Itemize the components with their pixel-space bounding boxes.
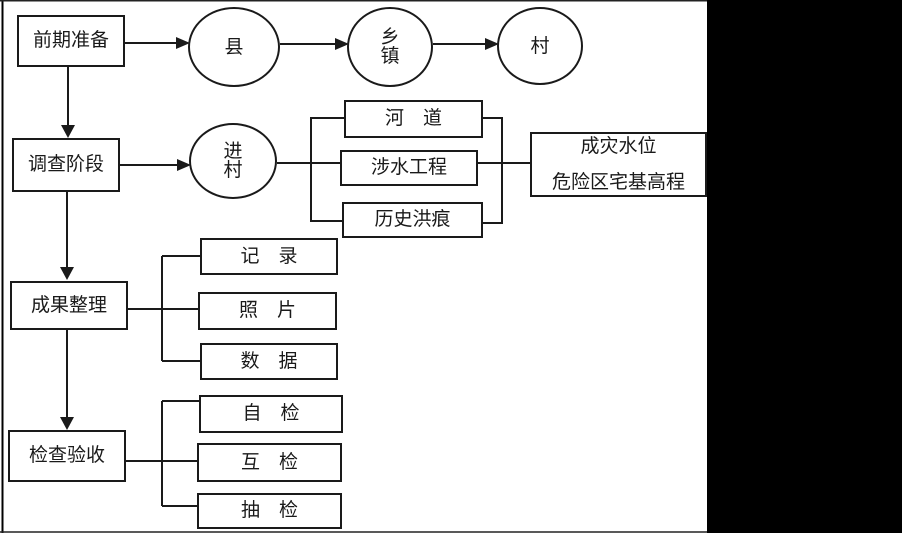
- arrow-survey-to-enter: [120, 159, 191, 171]
- black-right-panel: [707, 0, 902, 533]
- circle-township: 乡 镇: [347, 7, 433, 87]
- item-box-self-check-label: 自 检: [242, 403, 300, 425]
- circle-township-label-line1: 乡: [380, 27, 400, 48]
- circle-enter-village: 进 村: [189, 123, 277, 199]
- item-box-photos: 照 片: [198, 292, 337, 330]
- arrow-survey-to-results: [60, 192, 74, 280]
- circle-village-label: 村: [530, 35, 550, 57]
- item-box-waterworks: 涉水工程: [340, 150, 478, 186]
- bracket-survey-items-right: [478, 117, 530, 224]
- item-box-mutual-check-label: 互 检: [240, 451, 298, 473]
- arrow-township-to-village: [433, 38, 499, 50]
- item-box-spot-check-label: 抽 检: [240, 500, 298, 522]
- bracket-survey-items-left: [277, 117, 344, 222]
- circle-enter-village-label-line1: 进: [223, 141, 243, 162]
- stage-box-survey-label: 调查阶段: [27, 154, 104, 176]
- stage-box-results-label: 成果整理: [30, 294, 107, 316]
- arrow-results-to-check: [60, 330, 74, 430]
- circle-county: 县: [188, 7, 280, 87]
- arrow-prep-to-survey: [61, 67, 75, 138]
- item-box-flood-marks-label: 历史洪痕: [374, 209, 451, 231]
- item-box-river-label: 河 道: [384, 108, 442, 130]
- output-box-label-line2: 危险区宅基高程: [551, 171, 685, 193]
- item-box-river: 河 道: [344, 100, 483, 138]
- item-box-mutual-check: 互 检: [197, 443, 342, 482]
- output-box-water-level: 成灾水位 危险区宅基高程: [530, 132, 707, 197]
- item-box-records-label: 记 录: [240, 245, 298, 267]
- item-box-self-check: 自 检: [199, 395, 343, 433]
- bracket-results-items: [128, 255, 200, 362]
- output-box-label-line1: 成灾水位: [580, 135, 657, 157]
- item-box-waterworks-label: 涉水工程: [370, 157, 447, 179]
- stage-box-preparation-label: 前期准备: [32, 30, 109, 52]
- circle-village: 村: [497, 7, 583, 85]
- stage-box-survey: 调查阶段: [12, 138, 120, 192]
- arrow-county-to-township: [280, 38, 349, 50]
- item-box-records: 记 录: [200, 238, 338, 275]
- item-box-photos-label: 照 片: [238, 300, 296, 322]
- item-box-data: 数 据: [200, 343, 338, 380]
- stage-box-results: 成果整理: [10, 281, 128, 330]
- circle-enter-village-label-line2: 村: [223, 160, 243, 181]
- arrow-prep-to-county: [125, 37, 190, 49]
- stage-box-check-label: 检查验收: [28, 445, 105, 467]
- item-box-flood-marks: 历史洪痕: [342, 202, 483, 238]
- bracket-check-items: [126, 400, 199, 507]
- circle-township-label-line2: 镇: [380, 46, 400, 67]
- stage-box-preparation: 前期准备: [17, 15, 125, 67]
- item-box-spot-check: 抽 检: [197, 493, 342, 529]
- item-box-data-label: 数 据: [240, 350, 298, 372]
- circle-county-label: 县: [224, 36, 244, 58]
- stage-box-check: 检查验收: [8, 430, 126, 482]
